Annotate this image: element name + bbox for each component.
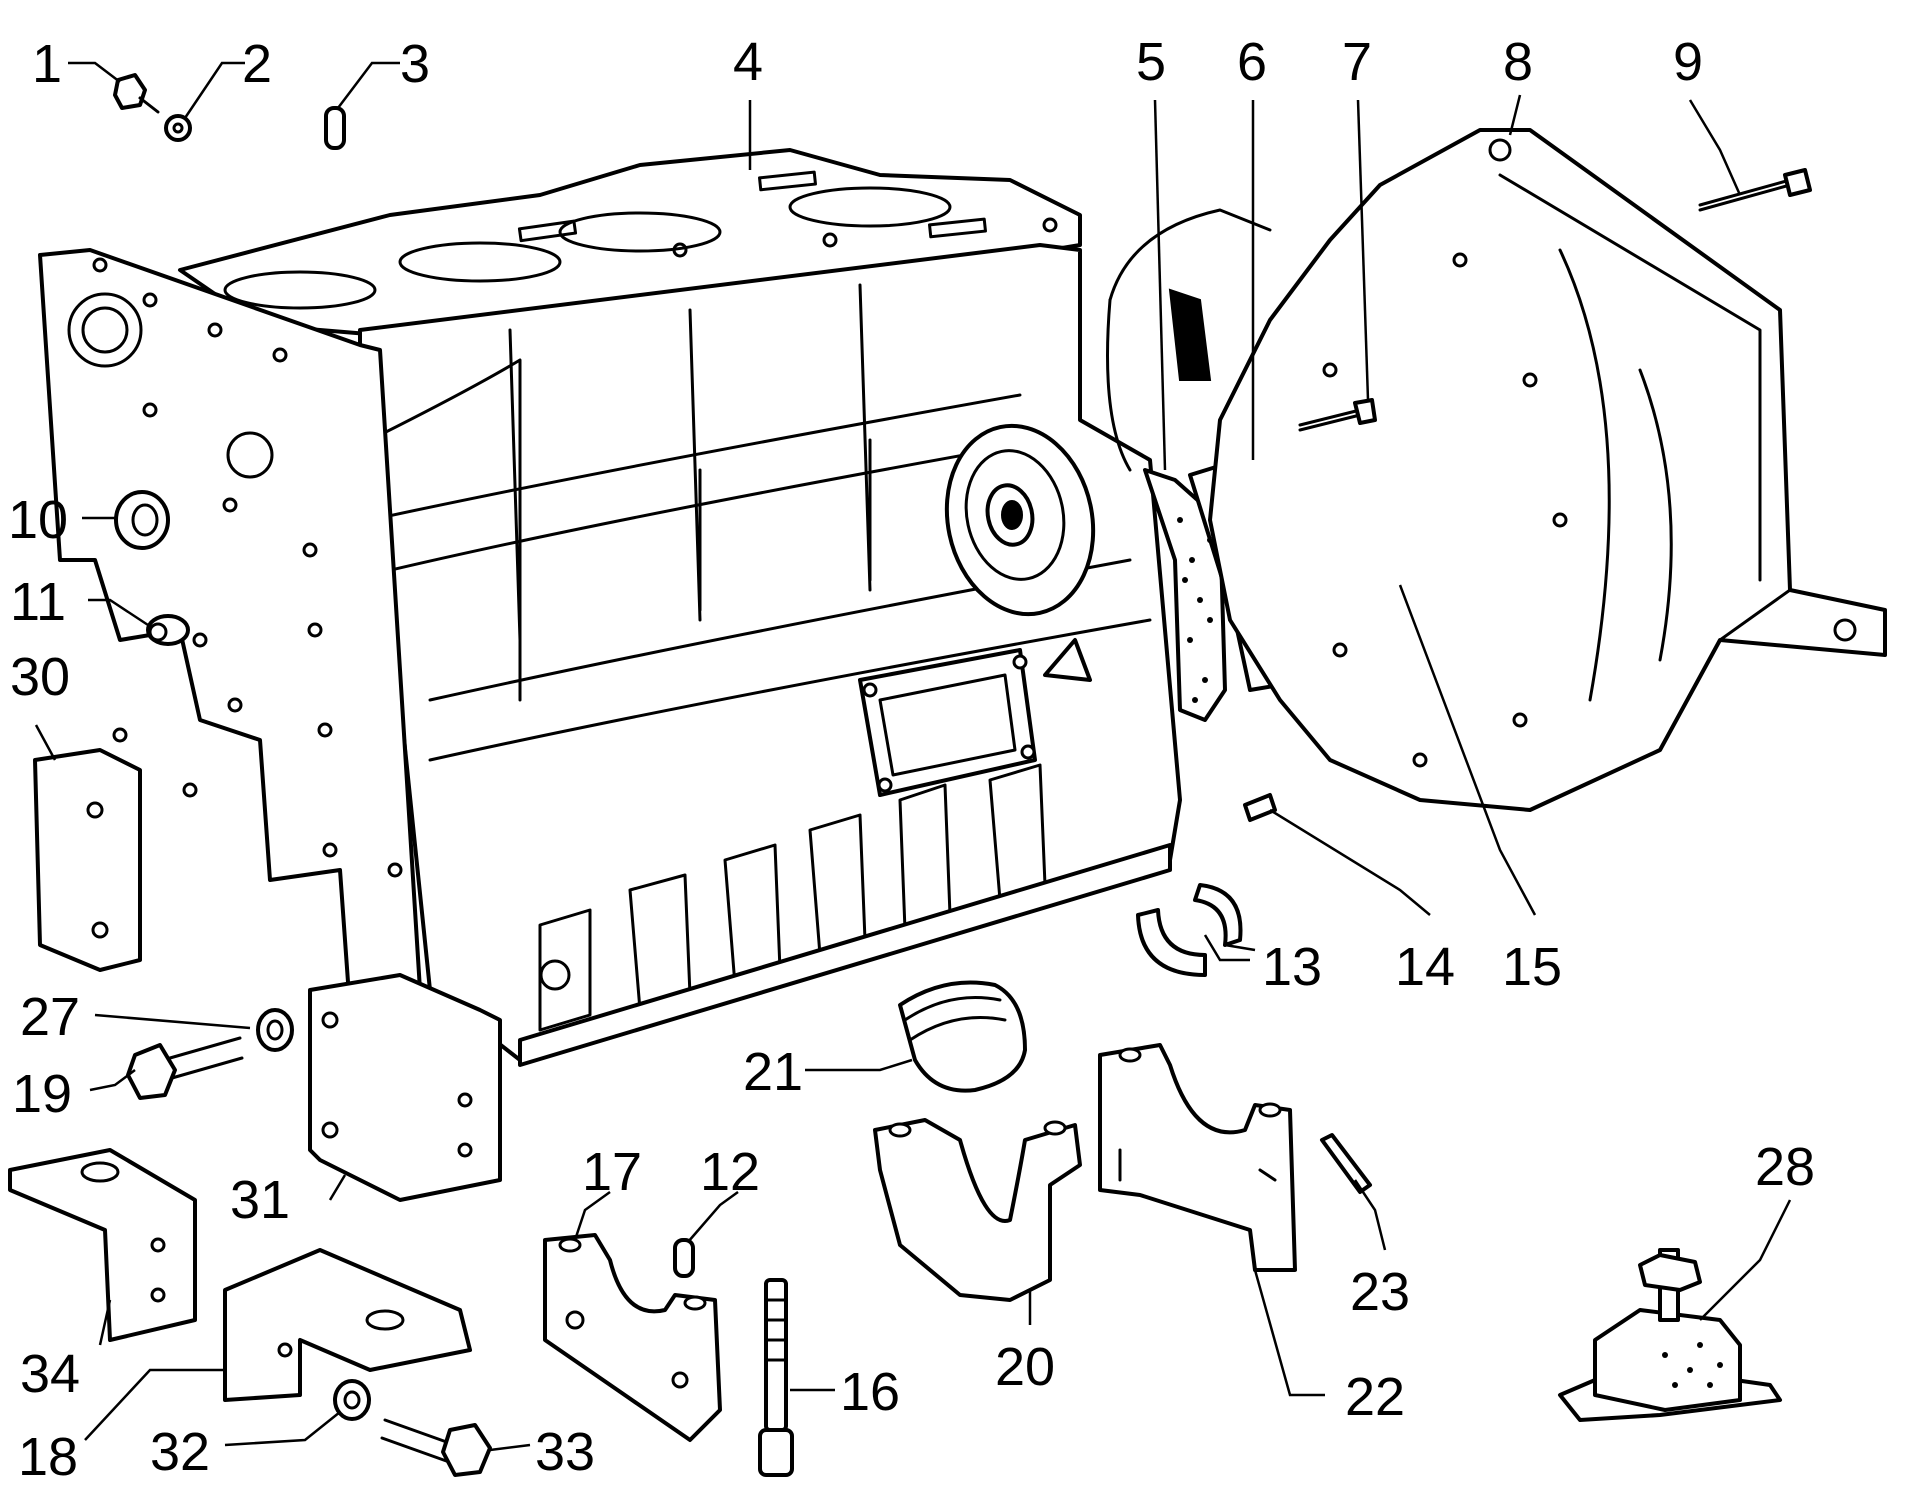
top-bolt (113, 73, 160, 114)
main-bearing-cap-22 (1098, 1043, 1297, 1272)
dowel-pin-12 (673, 1238, 695, 1278)
main-bearing-cap-17 (543, 1233, 722, 1442)
callout-33: 33 (535, 1422, 595, 1482)
thrust-washer-halves (1136, 883, 1243, 977)
main-bearing-cap-20 (873, 1118, 1082, 1302)
callout-2: 2 (242, 34, 272, 94)
callout-23: 23 (1350, 1262, 1410, 1322)
callout-10: 10 (8, 490, 68, 550)
callout-12: 12 (700, 1142, 760, 1202)
callout-6: 6 (1237, 32, 1267, 92)
washer-27 (256, 1008, 294, 1052)
callout-20: 20 (995, 1337, 1055, 1397)
leader-lines (34, 61, 1792, 1452)
bracket-34 (8, 1148, 197, 1342)
callout-16: 16 (840, 1362, 900, 1422)
callout-17: 17 (582, 1142, 642, 1202)
callout-11: 11 (10, 572, 66, 632)
bracket-30 (33, 748, 142, 972)
callout-27: 27 (20, 987, 80, 1047)
rear-gasket (1143, 468, 1227, 722)
seal-housing-screw (1298, 398, 1377, 432)
rear-flange-pulley (944, 423, 1096, 617)
dowel-pin-top (324, 106, 346, 150)
callout-31: 31 (230, 1170, 290, 1230)
bearing-shell (898, 980, 1027, 1093)
top-washer (164, 114, 192, 142)
bolt-19 (126, 1036, 244, 1100)
callout-28: 28 (1755, 1137, 1815, 1197)
dowel-14 (1243, 793, 1277, 822)
bracket-18 (223, 1248, 472, 1402)
callout-3: 3 (400, 34, 430, 94)
callout-19: 19 (12, 1064, 72, 1124)
callout-14: 14 (1395, 937, 1455, 997)
callout-22: 22 (1345, 1367, 1405, 1427)
callout-21: 21 (743, 1042, 803, 1102)
roll-pin-23 (1320, 1133, 1372, 1194)
housing-bolt (1698, 168, 1812, 212)
callout-4: 4 (733, 32, 763, 92)
callout-18: 18 (18, 1427, 78, 1487)
front-seal-ring (114, 490, 170, 550)
callout-5: 5 (1136, 32, 1166, 92)
dowel-bush (146, 614, 190, 646)
callout-9: 9 (1673, 32, 1703, 92)
cap-bolt (758, 1278, 794, 1477)
callout-numbers: 1 2 3 4 5 6 7 8 9 10 11 12 13 14 15 16 1… (8, 32, 1815, 1487)
bracket-31 (308, 973, 502, 1202)
washer-32 (333, 1379, 371, 1421)
callout-30: 30 (10, 647, 70, 707)
bolt-33 (380, 1418, 492, 1477)
anti-vibration-mount (1558, 1248, 1782, 1422)
callout-34: 34 (20, 1344, 80, 1404)
flywheel-housing (1106, 128, 1887, 812)
callout-1: 1 (32, 34, 62, 94)
callout-7: 7 (1342, 32, 1372, 92)
callout-32: 32 (150, 1422, 210, 1482)
callout-15: 15 (1502, 937, 1562, 997)
callout-13: 13 (1262, 937, 1322, 997)
callout-8: 8 (1503, 32, 1533, 92)
